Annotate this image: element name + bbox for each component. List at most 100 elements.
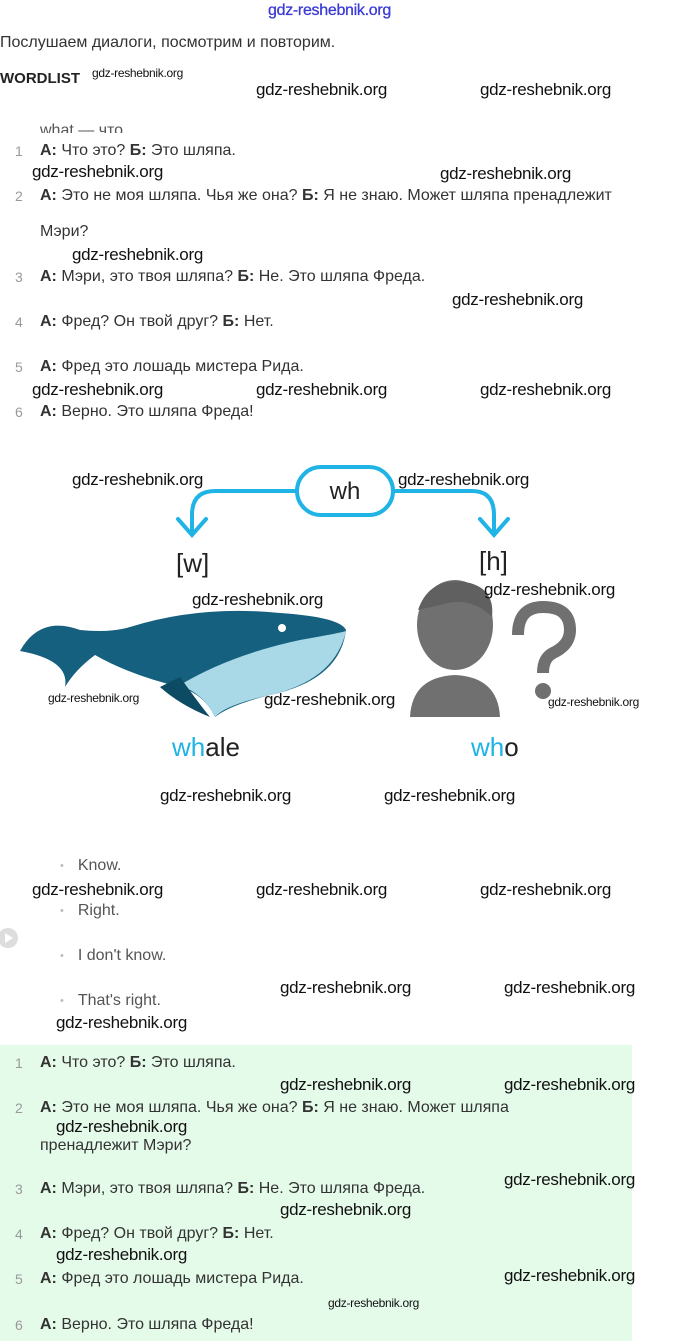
wordlist-partial: what — что bbox=[40, 122, 123, 133]
speaker-a: А: bbox=[40, 403, 57, 420]
speaker-a: А: bbox=[40, 1316, 57, 1333]
watermark: gdz-reshebnik.org bbox=[384, 786, 515, 805]
watermark: gdz-reshebnik.org bbox=[32, 880, 163, 899]
watermark: gdz-reshebnik.org bbox=[280, 1075, 411, 1094]
watermark: gdz-reshebnik.org bbox=[398, 470, 529, 489]
dialogue-highlight-box bbox=[0, 1045, 632, 1341]
speaker-a: А: bbox=[40, 1225, 57, 1242]
watermark: gdz-reshebnik.org bbox=[504, 978, 635, 997]
word-rest: o bbox=[504, 732, 519, 762]
speaker-b: Б: bbox=[222, 313, 240, 330]
watermark: gdz-reshebnik.org bbox=[192, 590, 323, 609]
watermark: gdz-reshebnik.org bbox=[32, 380, 163, 399]
line-a: Фред? Он твой друг? bbox=[61, 1225, 219, 1242]
watermark: gdz-reshebnik.org bbox=[440, 164, 571, 183]
watermark: gdz-reshebnik.org bbox=[56, 1013, 187, 1032]
dialogue-line: А: Верно. Это шляпа Фреда! bbox=[40, 403, 254, 421]
word-highlight: wh bbox=[471, 732, 505, 762]
line-number: 6 bbox=[15, 404, 23, 420]
watermark: gdz-reshebnik.org bbox=[280, 978, 411, 997]
phrase-item: Know. bbox=[60, 857, 122, 875]
speaker-a: А: bbox=[40, 313, 57, 330]
play-icon bbox=[5, 933, 13, 943]
line-a: Фред это лошадь мистера Рида. bbox=[61, 1270, 304, 1287]
line-a: Мэри, это твоя шляпа? bbox=[61, 268, 233, 285]
intro-text: Послушаем диалоги, посмотрим и повторим. bbox=[0, 34, 336, 51]
watermark: gdz-reshebnik.org bbox=[32, 162, 163, 181]
line-b: Это шляпа. bbox=[151, 1054, 236, 1071]
speaker-b: Б: bbox=[301, 1099, 319, 1116]
line-b: Не. Это шляпа Фреда. bbox=[258, 1180, 426, 1197]
line-number: 2 bbox=[15, 1100, 23, 1116]
line-b: Нет. bbox=[243, 1225, 274, 1242]
word-highlight: wh bbox=[172, 732, 206, 762]
w-sound-label: [w] bbox=[176, 548, 210, 578]
line-number: 5 bbox=[15, 359, 23, 375]
line-a: Фред? Он твой друг? bbox=[61, 313, 219, 330]
watermark: gdz-reshebnik.org bbox=[480, 380, 611, 399]
speaker-b: Б: bbox=[301, 187, 319, 204]
dialogue-line: А: Это не моя шляпа. Чья же она? Б: Я не… bbox=[40, 1099, 509, 1117]
speaker-b: Б: bbox=[222, 1225, 240, 1242]
line-number: 1 bbox=[15, 143, 23, 159]
watermark: gdz-reshebnik.org bbox=[504, 1075, 635, 1094]
dialogue-line: А: Что это? Б: Это шляпа. bbox=[40, 1054, 236, 1072]
h-sound-label: [h] bbox=[479, 546, 508, 576]
wh-pill bbox=[295, 465, 395, 517]
line-a: Мэри, это твоя шляпа? bbox=[61, 1180, 233, 1197]
watermark: gdz-reshebnik.org bbox=[256, 880, 387, 899]
speaker-a: А: bbox=[40, 1054, 57, 1071]
watermark: gdz-reshebnik.org bbox=[160, 786, 291, 805]
line-b: Я не знаю. Может шляпа bbox=[323, 1099, 509, 1116]
phrase-item: That's right. bbox=[60, 992, 161, 1010]
speaker-b: Б: bbox=[129, 1054, 147, 1071]
question-mark-icon bbox=[512, 600, 577, 699]
line-number: 1 bbox=[15, 1055, 23, 1071]
watermark: gdz-reshebnik.org bbox=[56, 1117, 187, 1136]
line-number: 6 bbox=[15, 1317, 23, 1333]
dialogue-line: А: Фред это лошадь мистера Рида. bbox=[40, 1270, 304, 1288]
person-silhouette-icon bbox=[410, 580, 500, 717]
line-a: Это не моя шляпа. Чья же она? bbox=[61, 1099, 298, 1116]
watermark: gdz-reshebnik.org bbox=[484, 580, 615, 599]
arrow-right-icon bbox=[392, 489, 510, 539]
dialogue-line: А: Фред это лошадь мистера Рида. bbox=[40, 358, 304, 376]
speaker-a: А: bbox=[40, 1180, 57, 1197]
dialogue-line-cont: пренадлежит Мэри? bbox=[40, 1137, 192, 1154]
speaker-a: А: bbox=[40, 187, 57, 204]
watermark: gdz-reshebnik.org bbox=[452, 290, 583, 309]
dialogue-line: А: Мэри, это твоя шляпа? Б: Не. Это шляп… bbox=[40, 268, 425, 286]
line-b: Это шляпа. bbox=[151, 142, 236, 159]
dialogue-line: А: Фред? Он твой друг? Б: Нет. bbox=[40, 313, 274, 331]
arrow-left-icon bbox=[176, 489, 298, 539]
play-audio-button[interactable] bbox=[0, 928, 18, 948]
line-a: Верно. Это шляпа Фреда! bbox=[61, 1316, 254, 1333]
line-b: Нет. bbox=[243, 313, 274, 330]
watermark: gdz-reshebnik.org bbox=[480, 880, 611, 899]
line-number: 4 bbox=[15, 1226, 23, 1242]
line-a: Верно. Это шляпа Фреда! bbox=[61, 403, 254, 420]
dialogue-line: А: Мэри, это твоя шляпа? Б: Не. Это шляп… bbox=[40, 1180, 425, 1198]
dialogue-line-cont: Мэри? bbox=[40, 223, 89, 240]
line-number: 2 bbox=[15, 188, 23, 204]
word-who: who bbox=[471, 732, 519, 762]
watermark: gdz-reshebnik.org bbox=[480, 80, 611, 99]
line-number: 4 bbox=[15, 314, 23, 330]
line-a: Это не моя шляпа. Чья же она? bbox=[61, 187, 298, 204]
speaker-a: А: bbox=[40, 1270, 57, 1287]
speaker-b: Б: bbox=[237, 268, 255, 285]
watermark: gdz-reshebnik.org bbox=[328, 1296, 419, 1310]
watermark-link[interactable]: gdz-reshebnik.org bbox=[268, 2, 392, 19]
wordlist-text: what — что bbox=[40, 122, 124, 133]
line-a: Что это? bbox=[61, 1054, 126, 1071]
wh-diagram bbox=[20, 465, 577, 717]
watermark: gdz-reshebnik.org bbox=[264, 690, 395, 709]
line-a: Что это? bbox=[61, 142, 126, 159]
phrase-item: Right. bbox=[60, 902, 120, 920]
watermark: gdz-reshebnik.org bbox=[72, 245, 203, 264]
watermark: gdz-reshebnik.org bbox=[548, 695, 639, 709]
dialogue-line: А: Фред? Он твой друг? Б: Нет. bbox=[40, 1225, 274, 1243]
speaker-b: Б: bbox=[237, 1180, 255, 1197]
watermark: gdz-reshebnik.org bbox=[48, 691, 139, 705]
line-number: 3 bbox=[15, 269, 23, 285]
